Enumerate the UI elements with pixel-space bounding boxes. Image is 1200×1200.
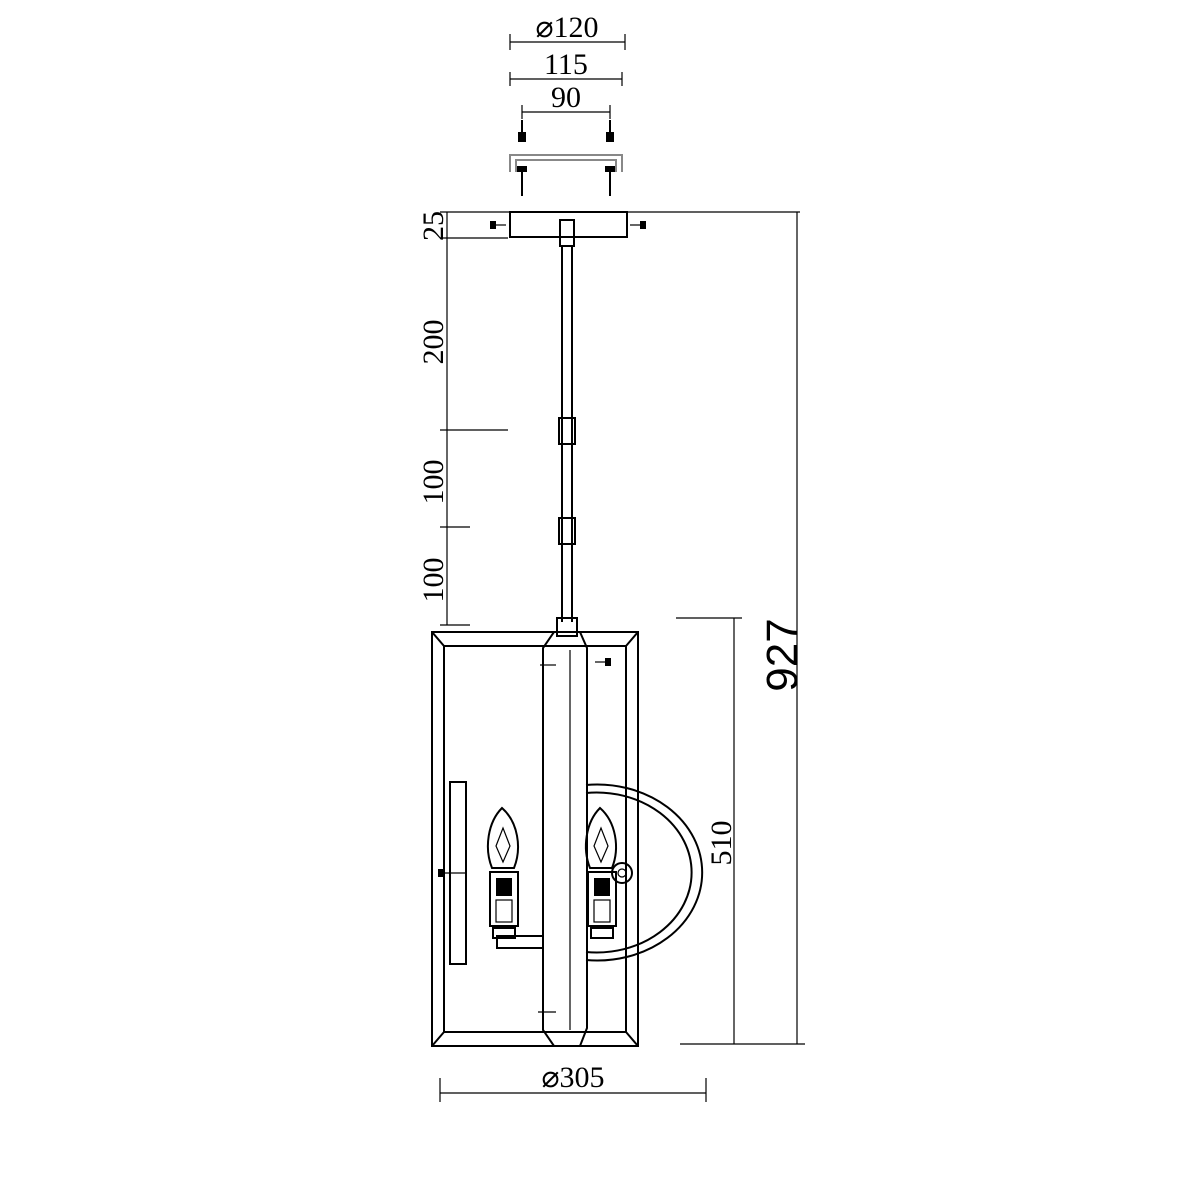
mounting-screw-right (605, 120, 615, 196)
body-diameter-dimension: ⌀305 (439, 1061, 707, 1102)
left-height-dimensions: 25 200 100 100 (417, 211, 800, 626)
canopy-width-dimension: 115 (509, 48, 623, 86)
canopy (490, 211, 646, 247)
rod-segment-mid-label: 100 (417, 460, 450, 505)
mounting-screw-left (517, 120, 527, 196)
rod-segment-top-label: 200 (417, 320, 450, 365)
body-height-dimension: 510 (676, 617, 742, 1044)
canopy-height-label: 25 (417, 211, 450, 241)
canopy-diameter-label: ⌀120 (535, 11, 598, 44)
central-column (538, 631, 611, 1047)
bulb-left (486, 806, 544, 949)
mount-spacing-dimension: 90 (521, 81, 611, 119)
canopy-width-label: 115 (544, 48, 588, 81)
canopy-diameter-dimension: ⌀120 (509, 11, 626, 50)
suspension-rod (556, 246, 578, 637)
body-diameter-label: ⌀305 (541, 1061, 604, 1094)
mount-spacing-label: 90 (551, 81, 581, 114)
rod-segment-bottom-label: 100 (417, 558, 450, 603)
body-height-label: 510 (705, 821, 738, 866)
side-bracket (438, 781, 467, 965)
bulb-right (584, 806, 617, 939)
overall-height-label: 927 (758, 618, 807, 691)
lamp-frame (431, 631, 639, 1047)
overall-height-dimension: 927 (680, 212, 807, 1045)
mounting-bracket (509, 154, 623, 172)
